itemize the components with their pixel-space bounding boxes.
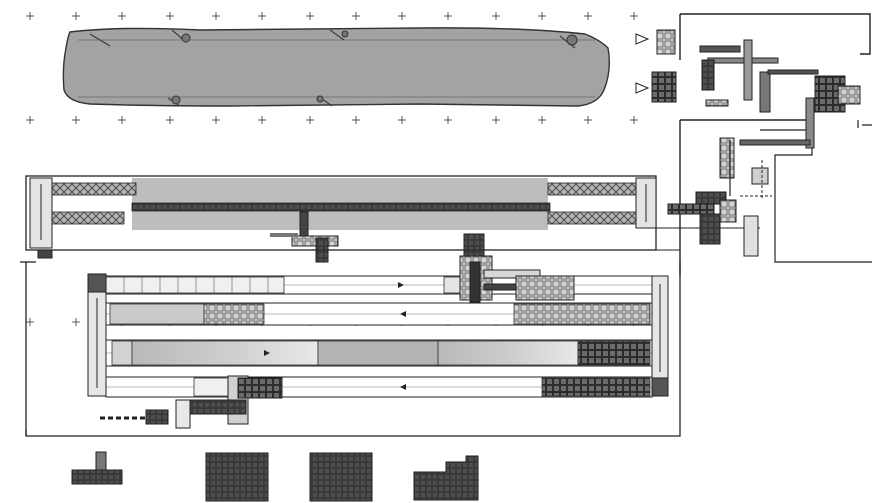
reference-mark xyxy=(118,116,126,124)
reference-mark xyxy=(492,116,500,124)
lower-hall-outline xyxy=(20,261,681,437)
reference-mark xyxy=(630,116,638,124)
reference-mark xyxy=(584,116,592,124)
reference-mark xyxy=(538,116,546,124)
reference-mark xyxy=(212,12,220,20)
flow-arrow-icon xyxy=(400,384,406,390)
flow-arrow-icon xyxy=(264,350,270,356)
infeed-station xyxy=(667,140,772,257)
reference-mark xyxy=(166,12,174,20)
flow-arrow-icon xyxy=(400,311,406,317)
conveyor-4 xyxy=(105,376,653,398)
reference-mark xyxy=(166,116,174,124)
reference-mark xyxy=(26,12,34,20)
log-stock xyxy=(62,27,611,107)
reference-mark xyxy=(306,12,314,20)
reference-mark xyxy=(352,12,360,20)
reference-mark xyxy=(306,116,314,124)
reference-mark xyxy=(352,116,360,124)
reference-mark xyxy=(444,116,452,124)
conveyor-3 xyxy=(105,339,653,367)
conveyor-2 xyxy=(105,302,653,326)
reference-mark xyxy=(26,318,34,326)
reference-mark xyxy=(72,116,80,124)
reference-mark xyxy=(72,12,80,20)
reference-mark xyxy=(584,12,592,20)
reference-mark xyxy=(444,12,452,20)
reference-mark xyxy=(538,12,546,20)
transfer-carts xyxy=(87,273,669,397)
reference-mark xyxy=(258,12,266,20)
reference-mark xyxy=(630,12,638,20)
stacker-assembly xyxy=(100,255,575,429)
upper-sawmill-line xyxy=(25,175,760,265)
reference-mark xyxy=(72,318,80,326)
reference-mark xyxy=(118,12,126,20)
bottom-storage xyxy=(71,451,479,502)
reference-mark xyxy=(258,116,266,124)
reference-mark xyxy=(212,116,220,124)
flow-arrow-icon xyxy=(398,282,404,288)
reference-mark xyxy=(398,116,406,124)
reference-mark xyxy=(26,116,34,124)
reference-mark xyxy=(398,12,406,20)
reference-mark xyxy=(492,12,500,20)
